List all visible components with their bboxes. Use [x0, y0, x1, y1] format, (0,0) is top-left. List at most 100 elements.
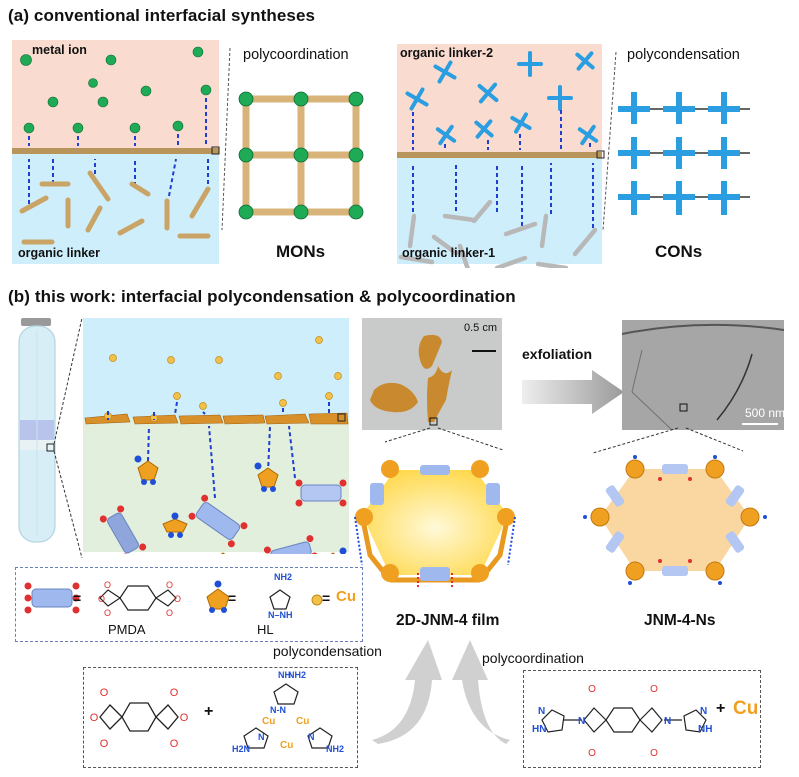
- svg-text:O: O: [90, 712, 99, 724]
- panel-a-heading: (a) conventional interfacial syntheses: [8, 6, 316, 25]
- trimer-nh2-right: NH2: [326, 744, 345, 754]
- svg-text:N: N: [308, 732, 315, 742]
- svg-text:N: N: [700, 706, 707, 717]
- n-atoms: [583, 455, 767, 585]
- zoom-marker: [211, 146, 220, 155]
- o-atoms: [658, 477, 692, 563]
- arrow-shape: [522, 370, 624, 414]
- pmda-molecules: [99, 479, 347, 554]
- svg-text:O: O: [98, 594, 105, 604]
- zoom-guide-line: [602, 51, 617, 231]
- mon-top-label: metal ion: [32, 43, 87, 57]
- zoom-guide-line: [53, 450, 83, 559]
- pmda-oxygen-labels: OOO OOO: [98, 580, 181, 618]
- aqueous-phase: [397, 155, 602, 264]
- legend-pmda-name: PMDA: [108, 622, 146, 637]
- svg-text:O: O: [180, 712, 189, 724]
- cu-ion-icon: [311, 594, 323, 606]
- aqueous-phase: [83, 318, 349, 418]
- mon-network-structure: [221, 47, 364, 231]
- pmda-units: [370, 465, 500, 581]
- zoom-guide-lines: [384, 427, 744, 454]
- diffusion-arrows: [412, 110, 594, 228]
- svg-text:O: O: [104, 608, 111, 618]
- tem-scale-label: 500 nm: [745, 406, 786, 420]
- pore-interior: [600, 469, 750, 571]
- exfoliation-label: exfoliation: [522, 346, 593, 362]
- zoom-marker: [337, 413, 346, 422]
- organic-linker-rods: [398, 199, 598, 268]
- guide-line: [592, 427, 679, 454]
- zoom-guide-line: [221, 47, 231, 231]
- svg-text:N: N: [664, 716, 671, 727]
- legend-cu-label: Cu: [336, 588, 356, 605]
- mon-product-label: MONs: [276, 242, 326, 261]
- film-structure: [354, 460, 516, 589]
- film-label: 2D-JNM-4 film: [396, 612, 500, 629]
- organic-linker-rods: [19, 170, 211, 245]
- film-flake: [370, 382, 418, 413]
- interfacial-synthesis-scheme: [83, 318, 349, 554]
- hl-cu-nodes: [590, 459, 760, 581]
- con-process-label: polycondensation: [627, 47, 740, 63]
- svg-text:O: O: [650, 748, 658, 759]
- svg-text:Cu: Cu: [262, 716, 275, 727]
- polycoordination-arrow: [452, 640, 510, 744]
- film-photograph: [362, 318, 502, 430]
- film-segments: [84, 412, 349, 425]
- trimer-nh2-top: NH2: [288, 670, 307, 680]
- pmda-structure-icon: [99, 585, 177, 611]
- con-nodes: [629, 104, 729, 202]
- pmda-model-icon: [24, 582, 80, 614]
- svg-text:NH: NH: [698, 724, 712, 735]
- con-interface-scheme: [397, 44, 605, 268]
- zoom-marker: [679, 403, 688, 412]
- trimer-h2n-left: H2N: [232, 744, 251, 754]
- svg-text:N: N: [538, 706, 545, 717]
- route-right-plus: +: [716, 700, 726, 717]
- svg-text:N: N: [258, 732, 265, 742]
- n-atom-columns: [354, 516, 516, 566]
- reaction-vial: [18, 317, 83, 559]
- tem-background: [622, 320, 784, 430]
- pore-interior: [362, 470, 508, 575]
- legend-hl-nnh: N–NH: [268, 610, 293, 620]
- zoom-guide-line: [53, 317, 83, 445]
- svg-text:O: O: [174, 594, 181, 604]
- svg-text:O: O: [166, 608, 173, 618]
- sheet-edge: [631, 349, 673, 430]
- polycondensation-reactants-box: [83, 667, 358, 768]
- hl-model-icon: [206, 580, 230, 613]
- guide-line: [384, 427, 431, 443]
- zoom-marker: [596, 150, 605, 159]
- svg-text:O: O: [588, 684, 596, 695]
- metal-ions: [20, 46, 212, 134]
- mon-interface-scheme: [12, 40, 220, 264]
- svg-text:Cu: Cu: [296, 716, 309, 727]
- panel-b-heading: (b) this work: interfacial polycondensat…: [8, 287, 516, 306]
- vial-cap: [21, 318, 51, 326]
- con-network-structure: [602, 51, 750, 231]
- svg-text:O: O: [170, 687, 179, 699]
- interface-layer: [12, 148, 219, 154]
- film-flake: [427, 366, 452, 422]
- nanosheet-label: JNM-4-Ns: [644, 612, 716, 629]
- molecule-legend: [15, 567, 363, 642]
- legend-hl-name: HL: [257, 622, 274, 637]
- legend-equals-3: =: [322, 590, 331, 606]
- route-left-plus: +: [204, 703, 214, 720]
- route-right-metal: Cu: [733, 698, 759, 719]
- diffusion-arrows: [28, 98, 209, 204]
- hl-molecules: [134, 455, 347, 554]
- mon-bottom-label: organic linker: [18, 246, 100, 260]
- cross-linkers: [405, 51, 599, 146]
- legend-equals-2: =: [228, 590, 237, 606]
- svg-text:Cu: Cu: [280, 740, 293, 751]
- zoom-marker: [429, 417, 438, 426]
- hl-structure-icon: [269, 589, 291, 610]
- nanosheet-structure: [583, 455, 767, 585]
- hl-molecule: [220, 552, 226, 554]
- tem-image: [622, 320, 784, 430]
- film-flake: [418, 334, 442, 369]
